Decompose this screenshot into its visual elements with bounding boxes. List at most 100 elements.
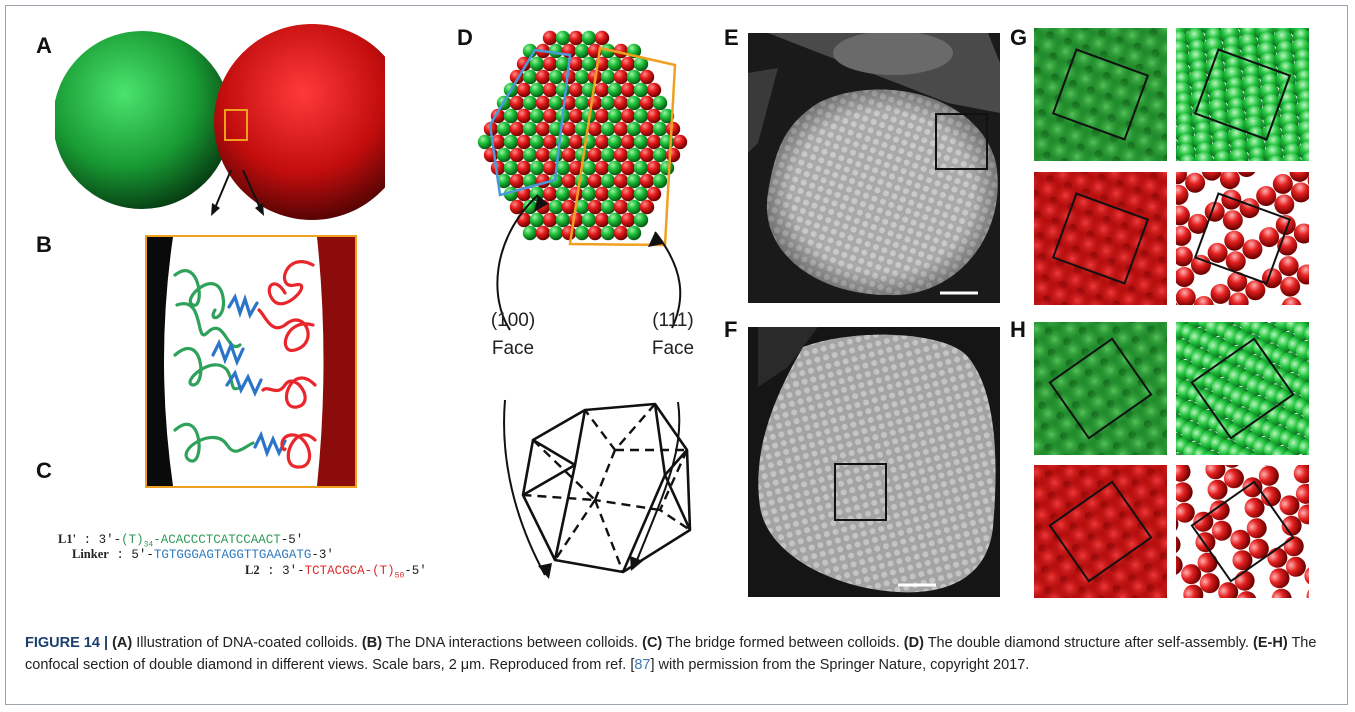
red-colloid-ball: [620, 108, 636, 124]
green-colloid-ball: [626, 95, 642, 111]
contact-zoom-box: [224, 109, 248, 141]
red-colloid-ball: [568, 134, 584, 150]
panel-letter-a: A: [36, 33, 52, 58]
red-colloid-ball: [587, 147, 603, 163]
sequence-l2-tail: (T)50: [372, 564, 404, 581]
red-colloid-ball: [620, 212, 636, 228]
tile-h-green-model: [1176, 322, 1309, 455]
red-colloid-ball: [568, 56, 584, 72]
green-colloid-ball: [548, 225, 564, 241]
tile-g-green-confocal: [1034, 28, 1167, 161]
red-colloid-ball: [594, 160, 610, 176]
red-colloid-ball: [587, 199, 603, 215]
red-colloid-ball: [516, 134, 532, 150]
arrow-curve-100-lower: [503, 399, 546, 576]
green-colloid-ball: [548, 199, 564, 215]
green-colloid-ball: [548, 147, 564, 163]
green-colloid-ball: [574, 43, 590, 59]
face-111-word: Face: [651, 338, 695, 359]
caption-figure-label: FIGURE 14 |: [25, 635, 109, 651]
face-111-index: (111): [652, 310, 694, 331]
sequence-l2-suffix: -5': [404, 564, 427, 578]
region-box-f: [834, 463, 887, 521]
green-colloid-ball: [626, 121, 642, 137]
red-colloid-ball: [568, 30, 584, 46]
double-diamond-crystal-model: [477, 30, 688, 579]
red-colloid-ball: [561, 147, 577, 163]
green-colloid-ball: [633, 108, 649, 124]
red-colloid-ball: [613, 121, 629, 137]
red-colloid-ball: [516, 108, 532, 124]
green-colloid-ball: [600, 69, 616, 85]
red-colloid-ball: [509, 199, 525, 215]
red-colloid-ball: [594, 212, 610, 228]
caption-c-text: The bridge formed between colloids.: [662, 635, 904, 651]
sequence-l1-tail-sub: 34: [143, 540, 154, 550]
tile-h-green-confocal: [1034, 322, 1167, 455]
green-colloid-ball: [633, 56, 649, 72]
green-colloid-ball: [555, 160, 571, 176]
red-colloid-ball: [594, 186, 610, 202]
arrow-curve-100: [496, 194, 539, 331]
caption-reference-link[interactable]: 87: [634, 657, 651, 673]
green-colloid-ball: [574, 95, 590, 111]
cuboctahedron-wireframe: [521, 402, 692, 574]
red-colloid-ball: [542, 30, 558, 46]
green-colloid-ball: [555, 212, 571, 228]
red-colloid-surface: [317, 237, 355, 486]
red-colloid-ball: [620, 82, 636, 98]
green-colloid-ball: [633, 212, 649, 228]
red-colloid-ball: [568, 212, 584, 228]
green-colloid-ball: [600, 225, 616, 241]
green-colloid-ball: [529, 212, 545, 228]
confocal-micrograph-f: [748, 327, 1000, 597]
green-colloid-ball: [548, 69, 564, 85]
red-colloid-sphere: [214, 24, 385, 220]
sequence-l2-tail-text: (T): [372, 564, 395, 578]
red-colloid-ball: [646, 134, 662, 150]
panel-letter-e: E: [724, 25, 739, 50]
green-colloid-ball: [607, 186, 623, 202]
green-colloid-ball: [659, 160, 675, 176]
red-colloid-ball: [639, 199, 655, 215]
face-111-label: (111) Face: [638, 307, 708, 363]
red-colloid-ball: [509, 173, 525, 189]
red-colloid-ball: [646, 108, 662, 124]
red-colloid-ball: [535, 121, 551, 137]
green-colloid-ball: [581, 212, 597, 228]
red-colloid-ball: [613, 147, 629, 163]
red-colloid-ball: [646, 82, 662, 98]
red-colloid-ball: [561, 199, 577, 215]
caption-d-tag: (D): [903, 635, 924, 651]
figure-caption: FIGURE 14 | (A) Illustration of DNA-coat…: [25, 632, 1330, 676]
red-colloid-ball: [542, 56, 558, 72]
face-100-outline: [488, 48, 572, 197]
green-colloid-ball: [626, 173, 642, 189]
colloid-crystal-cluster: [477, 30, 688, 241]
caption-end-text: ] with permission from the Springer Natu…: [650, 657, 1030, 673]
red-colloid-ball: [568, 82, 584, 98]
panel-letter-g: G: [1010, 25, 1028, 50]
red-colloid-ball: [646, 186, 662, 202]
region-box-e: [935, 113, 988, 170]
red-colloid-ball: [509, 95, 525, 111]
green-colloid-ball: [496, 147, 512, 163]
green-colloid-ball: [555, 186, 571, 202]
green-colloid-ball: [503, 134, 519, 150]
red-colloid-ball: [620, 134, 636, 150]
green-colloid-ball: [548, 43, 564, 59]
green-colloid-ball: [581, 30, 597, 46]
caption-b-tag: (B): [361, 635, 383, 651]
red-colloid-ball: [613, 225, 629, 241]
green-colloid-ball: [548, 95, 564, 111]
red-colloid-ball: [665, 147, 681, 163]
green-colloid-ball: [581, 56, 597, 72]
green-colloid-ball: [522, 69, 538, 85]
face-100-label: (100) Face: [478, 307, 548, 363]
red-colloid-ball: [568, 186, 584, 202]
green-colloid-ball: [477, 134, 493, 150]
red-colloid-ball: [542, 212, 558, 228]
caption-c-tag: (C): [642, 635, 663, 651]
green-colloid-ball: [574, 147, 590, 163]
green-colloid-ball: [581, 186, 597, 202]
